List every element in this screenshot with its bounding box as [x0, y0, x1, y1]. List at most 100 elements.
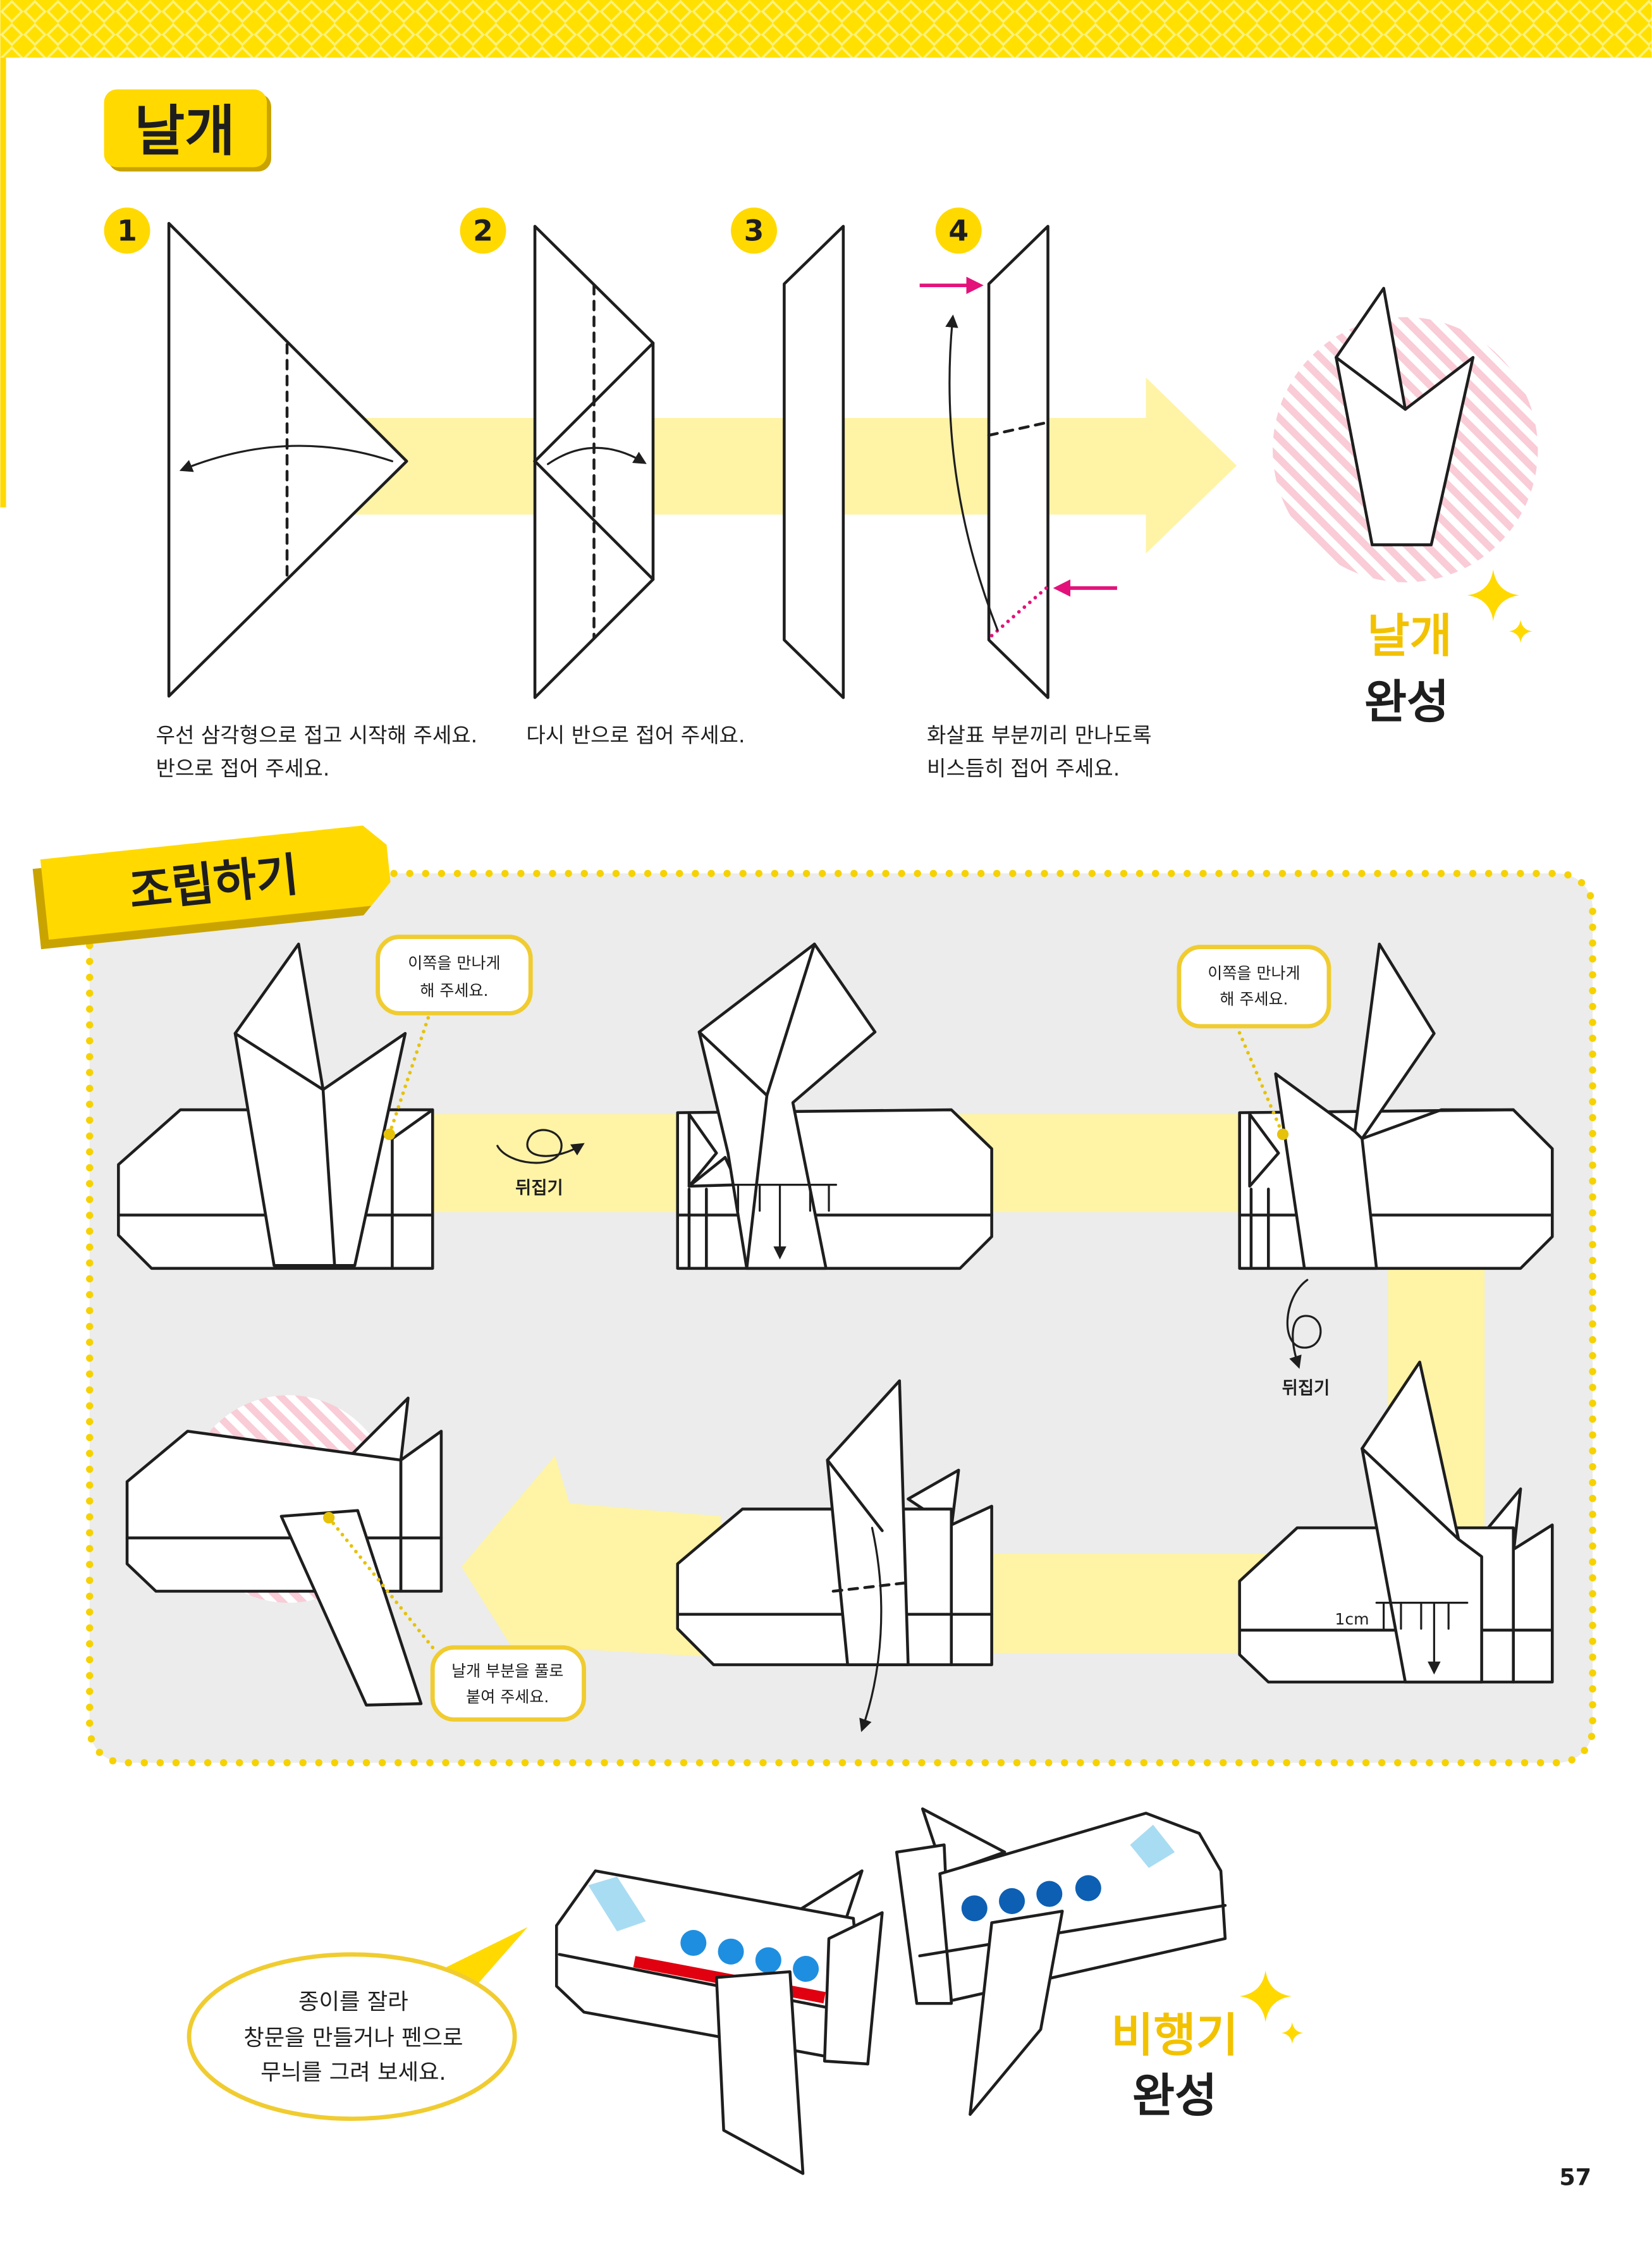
header-lattice-band: [0, 0, 1652, 58]
plane-complete-label: 비행기 완성: [1111, 1970, 1303, 2123]
wing-crease: [1361, 1447, 1460, 1541]
wing-piece: [279, 1509, 423, 1707]
section-title-assembly: 조립하기: [32, 825, 391, 950]
window-circle: [1036, 1881, 1063, 1907]
section-title-wing: 날개: [104, 89, 271, 172]
left-edge-strip: [0, 58, 6, 508]
assembly-step-2: [676, 942, 993, 1270]
flip-label: 뒤집기: [515, 1178, 563, 1198]
step-3-diagram: [783, 224, 845, 699]
tip-line-1: 종이를 잘라: [298, 1989, 408, 2015]
page-number: 57: [1559, 2163, 1591, 2190]
assembly-panel: [86, 869, 1596, 1767]
flip-instruction-1: 뒤집기: [496, 1129, 585, 1198]
tail-piece: [1512, 1523, 1554, 1684]
step-captions: 우선 삼각형으로 접고 시작해 주세요. 반으로 접어 주세요. 다시 반으로 …: [156, 723, 1152, 780]
body-flap: [1361, 1108, 1515, 1140]
step-number: 3: [744, 214, 764, 248]
flip-over-icon: [496, 1129, 585, 1164]
tail-piece: [399, 1430, 443, 1593]
decorated-plane-left: [554, 1869, 884, 2175]
step-number: 2: [473, 214, 493, 248]
cockpit-window: [588, 1876, 646, 1932]
flip-instruction-2: 뒤집기: [1282, 1279, 1330, 1398]
finish-section: 종이를 잘라 창문을 만들거나 펜으로 무늬를 그려 보세요.: [187, 1807, 1303, 2175]
tip-line-2: 창문을 만들거나 펜으로: [243, 2025, 463, 2051]
callout-text-line-1: 날개 부분을 풀로: [451, 1662, 563, 1680]
step-number-badge: [731, 207, 778, 254]
callout-bubble: [1177, 945, 1331, 1029]
step-badge-3: 3: [731, 207, 778, 254]
callout-text-line-2: 붙여 주세요.: [466, 1688, 549, 1706]
callout-connector: [388, 1011, 432, 1136]
wing-piece: [826, 1379, 910, 1666]
flip-over-icon: [1286, 1279, 1322, 1369]
curved-fold-arrow-icon: [546, 446, 647, 465]
tip-speech-bubble: 종이를 잘라 창문을 만들거나 펜으로 무늬를 그려 보세요.: [187, 1927, 528, 2122]
step-badge-1: 1: [104, 207, 150, 254]
tip-line-3: 무늬를 그려 보세요.: [260, 2060, 446, 2085]
step-number: 1: [117, 214, 137, 248]
result-label-bottom: 완성: [1132, 2069, 1217, 2123]
curved-fold-arrow-icon: [859, 1526, 883, 1733]
assembly-step-4: 1cm: [1238, 1360, 1554, 1684]
window-circle: [961, 1895, 988, 1922]
step-badge-4: 4: [935, 207, 982, 254]
assembly-step-1: 이쪽을 만나게 해 주세요.: [117, 935, 533, 1270]
window-circle: [680, 1930, 707, 1956]
flip-label: 뒤집기: [1282, 1379, 1330, 1398]
step-number-badge: [935, 207, 982, 254]
window-circle: [718, 1938, 744, 1965]
body-crease: [558, 1953, 867, 2017]
assembly-step-3: 이쪽을 만나게 해 주세요.: [1177, 942, 1554, 1270]
window-circle: [755, 1947, 781, 1974]
callout-connector: [1235, 1024, 1285, 1136]
step-number-badge: [104, 207, 150, 254]
curved-fold-arrow-icon: [945, 314, 999, 631]
callout-point: [383, 1128, 395, 1140]
step-number-badge: [460, 207, 506, 254]
path-arrow-left-icon: [461, 1456, 721, 1686]
decorated-plane-right: [895, 1807, 1227, 2116]
callout-bubble: [430, 1645, 586, 1722]
step-4-diagram: [919, 224, 1117, 699]
section-title-text: 날개: [135, 100, 235, 163]
wing-crease: [1353, 1130, 1364, 1140]
folded-flap: [687, 1112, 718, 1188]
curved-fold-arrow-icon: [179, 445, 394, 472]
measurement-label: 1cm: [1335, 1610, 1369, 1628]
fold-line: [831, 1581, 910, 1593]
step-2-caption: 다시 반으로 접어 주세요.: [526, 723, 745, 747]
finished-wing: 날개 완성: [1273, 286, 1538, 729]
step-1-diagram: [167, 222, 408, 698]
step-2-diagram: [532, 224, 655, 699]
wing-crease: [233, 1032, 336, 1267]
assembly-section: 조립하기 이쪽을 만나게 해 주세요. 뒤집기: [32, 825, 1596, 1767]
wing-crease: [826, 1458, 884, 1532]
result-label-top: 비행기: [1111, 2008, 1238, 2062]
plane-body: [676, 1508, 953, 1666]
wing-crease: [1335, 355, 1407, 411]
paper-strip: [987, 224, 1049, 699]
callout-text-line-2: 해 주세요.: [420, 981, 488, 1000]
tail-piece: [895, 1843, 953, 2005]
meeting-point-line: [989, 584, 1050, 638]
callout-point: [1276, 1128, 1289, 1140]
step-1-caption-line-1: 우선 삼각형으로 접고 시작해 주세요.: [156, 723, 478, 747]
step-number: 4: [948, 214, 969, 248]
window-circle: [999, 1888, 1025, 1914]
tail-piece: [823, 1911, 884, 2066]
step-1-caption-line-2: 반으로 접어 주세요.: [156, 756, 330, 780]
wing-piece: [1274, 942, 1436, 1270]
window-circle: [793, 1956, 819, 1982]
title-badge: [104, 89, 267, 168]
assembly-step-5: [676, 1379, 993, 1733]
wing-piece: [969, 1910, 1064, 2116]
paper-strip: [783, 224, 845, 699]
wing-piece: [714, 1970, 805, 2175]
step-4-caption-line-2: 비스듬히 접어 주세요.: [927, 756, 1120, 780]
callout-point: [323, 1512, 335, 1524]
bubble-body: [187, 1952, 517, 2122]
callout-text-line-1: 이쪽을 만나게: [408, 954, 500, 973]
window-circle: [1075, 1875, 1101, 1901]
